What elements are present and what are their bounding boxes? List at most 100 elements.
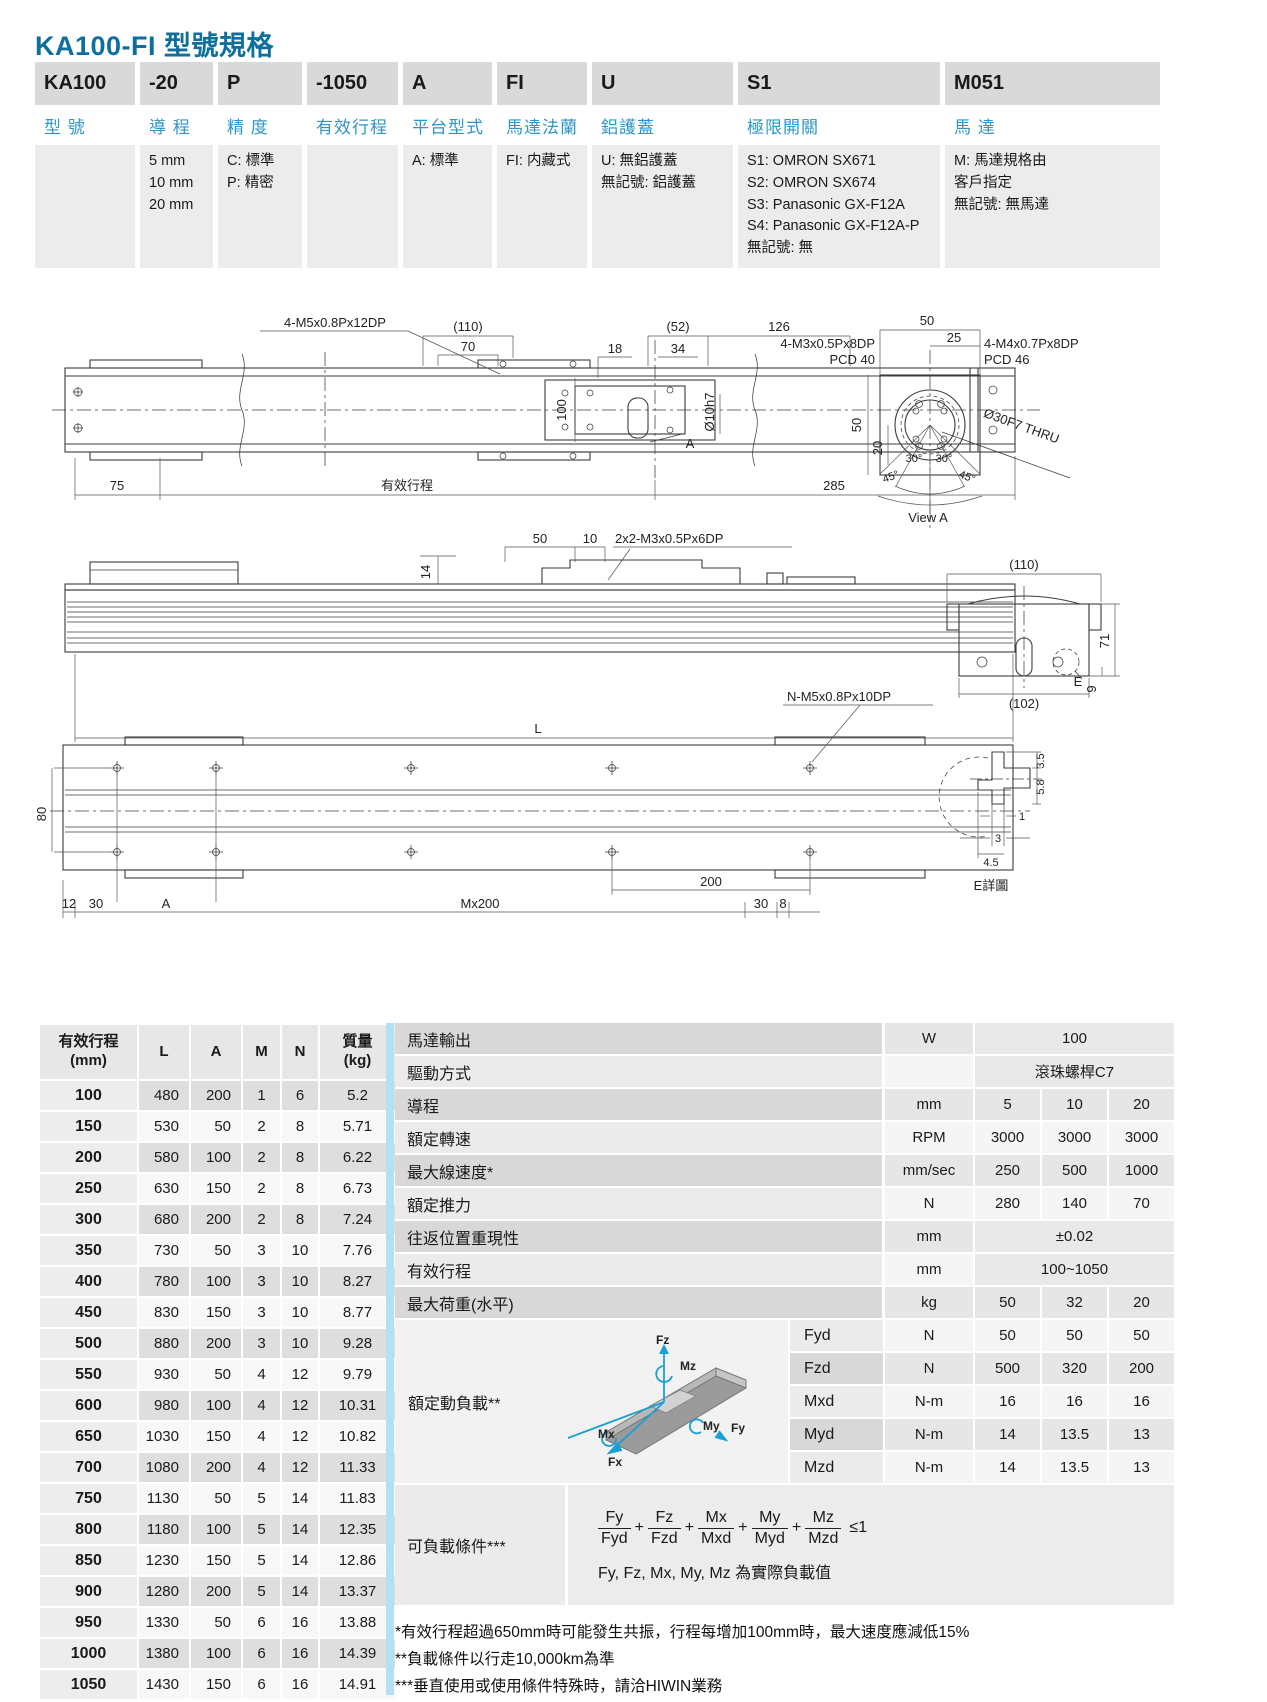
model-code-option: 無記號: 無 xyxy=(747,240,814,256)
dim-table-cell: 4 xyxy=(243,1422,280,1451)
leq-one: ≤1 xyxy=(849,1519,868,1536)
dim-table-cell: 6 xyxy=(282,1081,318,1110)
dim-table-cell: 100 xyxy=(191,1267,241,1296)
drawing-label: Ø10h7 xyxy=(702,392,717,431)
dim-table-cell: 14 xyxy=(282,1577,318,1606)
spec-row-label: 額定轉速 xyxy=(395,1122,885,1155)
spec-row-label: 最大荷重(水平) xyxy=(395,1287,885,1320)
model-code-segment: U xyxy=(592,62,733,105)
spec-row-value: 32 xyxy=(1042,1287,1109,1320)
dim-table-cell: 200 xyxy=(191,1577,241,1606)
model-code-field-label: 型 號 xyxy=(35,107,135,143)
footnote-line: *有效行程超過650mm時可能發生共振，行程每增加100mm時，最大速度應減低1… xyxy=(395,1624,970,1641)
dim-table-cell: 12 xyxy=(282,1360,318,1389)
dim-table-cell: 900 xyxy=(40,1577,137,1606)
drawing-label: Fx xyxy=(608,1455,622,1469)
dim-table-cell: 480 xyxy=(139,1081,189,1110)
dim-table-cell: 930 xyxy=(139,1360,189,1389)
dim-table-cell: 4 xyxy=(243,1360,280,1389)
drawing-label: 30° xyxy=(906,453,923,465)
dim-table-cell: 14.91 xyxy=(320,1670,395,1699)
dim-table-cell: 7.24 xyxy=(320,1205,395,1234)
load-row-name: Fzd xyxy=(790,1353,885,1386)
dim-table-cell: 2 xyxy=(243,1112,280,1141)
model-code-options xyxy=(35,145,135,268)
drawing-label: View A xyxy=(908,510,948,525)
drawing-label: 100 xyxy=(554,399,569,421)
load-row-name: Fyd xyxy=(790,1320,885,1353)
spec-row-unit: RPM xyxy=(885,1122,975,1155)
drawing-label: A xyxy=(686,436,695,451)
page-title: KA100-FI 型號規格 xyxy=(35,31,275,62)
spec-row-value: ±0.02 xyxy=(975,1221,1177,1254)
fraction-numerator: Mz xyxy=(812,1508,834,1526)
dim-table-cell: 150 xyxy=(191,1422,241,1451)
drawing-label: (110) xyxy=(1009,557,1038,572)
model-code-option: 5 mm xyxy=(149,153,186,169)
drawing-label: 18 xyxy=(608,341,622,356)
drawing-label: My xyxy=(703,1419,720,1433)
dim-table-cell: 4 xyxy=(243,1391,280,1420)
model-code-options xyxy=(307,145,398,268)
model-code-option: 無記號: 無馬達 xyxy=(954,196,1050,213)
dim-table-cell: 7.76 xyxy=(320,1236,395,1265)
spec-row-value: 500 xyxy=(1042,1155,1109,1188)
drawing-label: 14 xyxy=(418,565,433,579)
dim-table-cell: 6.73 xyxy=(320,1174,395,1203)
spec-row-value: 100~1050 xyxy=(975,1254,1177,1287)
dim-table-cell: 50 xyxy=(191,1484,241,1513)
drawing-label: 25 xyxy=(947,330,961,345)
drawing-label: 80 xyxy=(34,807,49,821)
dim-table-cell: 5 xyxy=(243,1484,280,1513)
load-row-value: 16 xyxy=(1042,1386,1109,1419)
drawing-label: Fy xyxy=(731,1421,745,1435)
spec-row-value: 3000 xyxy=(1109,1122,1177,1155)
load-row-name: Mxd xyxy=(790,1386,885,1419)
spec-row-unit: kg xyxy=(885,1287,975,1320)
model-code-option: S4: Panasonic GX-F12A-P xyxy=(747,218,920,235)
dim-table-cell: 5 xyxy=(243,1577,280,1606)
drawing-label: 50 xyxy=(849,418,864,432)
drawing-label: PCD 40 xyxy=(829,352,875,367)
dim-table-cell: 9.79 xyxy=(320,1360,395,1389)
dim-table-cell: 3 xyxy=(243,1236,280,1265)
model-code-field-label: 馬達法蘭 xyxy=(497,107,587,143)
dim-table-cell: 400 xyxy=(40,1267,137,1296)
drawing-label: 1 xyxy=(1019,811,1025,823)
load-row-value: 13.5 xyxy=(1042,1419,1109,1452)
dim-table-cell: 1000 xyxy=(40,1639,137,1668)
fraction-denominator: Mxd xyxy=(698,1527,735,1549)
model-code-options: FI: 内藏式 xyxy=(497,145,587,268)
load-row-value: 13 xyxy=(1109,1452,1177,1485)
dim-table-cell: 1380 xyxy=(139,1639,189,1668)
footnote-line: ***垂直使用或使用條件特殊時，請洽HIWIN業務 xyxy=(395,1678,723,1696)
dim-table-cell: 880 xyxy=(139,1329,189,1358)
plus-sign: + xyxy=(634,1519,645,1536)
model-code-option: A: 標準 xyxy=(412,153,459,169)
dim-table-cell: 300 xyxy=(40,1205,137,1234)
drawing-label: 75 xyxy=(110,478,124,493)
drawing-label: 5.8 xyxy=(1035,779,1047,794)
drawing-label: Mx xyxy=(598,1427,615,1441)
dim-table-cell: 50 xyxy=(191,1360,241,1389)
dim-table-cell: 1 xyxy=(243,1081,280,1110)
model-code-options: A: 標準 xyxy=(403,145,492,268)
fraction-numerator: My xyxy=(759,1508,781,1526)
dim-table-cell: 3 xyxy=(243,1329,280,1358)
model-code-option: S2: OMRON SX674 xyxy=(747,174,876,191)
spec-row-value: 70 xyxy=(1109,1188,1177,1221)
model-code-segment: S1 xyxy=(738,62,940,105)
model-code-field-label: 有效行程 xyxy=(307,107,398,143)
dimension-drawing: 4-M5x0.8Px12DP(110)7018(52)34126100Ø10h7… xyxy=(34,313,1120,918)
drawing-label: 285 xyxy=(823,478,845,493)
dim-table-cell: 100 xyxy=(191,1515,241,1544)
